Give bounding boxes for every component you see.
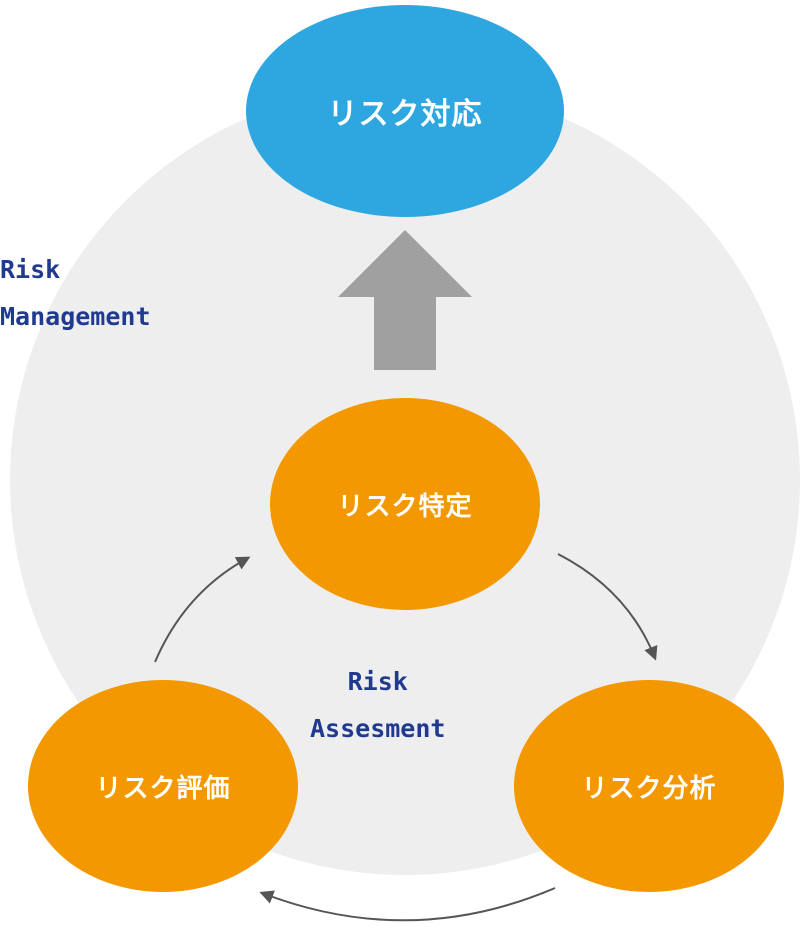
risk-analysis-node: リスク分析 [514, 680, 784, 892]
risk-analysis-label: リスク分析 [581, 773, 717, 804]
risk-evaluation-node: リスク評価 [28, 680, 298, 892]
risk-response-node: リスク対応 [246, 5, 564, 217]
risk-management-label-line2: Management [0, 302, 151, 331]
risk-assessment-label-line2: Assesment [310, 714, 446, 743]
risk-evaluation-label: リスク評価 [95, 773, 231, 804]
arrow-analyze-to-evaluate [259, 887, 556, 922]
risk-response-label: リスク対応 [327, 97, 483, 132]
risk-identification-node: リスク特定 [270, 398, 540, 610]
arrow-evaluate-to-identify [154, 556, 251, 663]
arrow-identify-to-analyze [557, 553, 658, 661]
risk-management-label-line1: Risk [0, 255, 61, 284]
up-arrow [338, 230, 472, 370]
risk-assessment-label-line1: Risk [347, 667, 408, 696]
risk-identification-label: リスク特定 [337, 491, 473, 522]
